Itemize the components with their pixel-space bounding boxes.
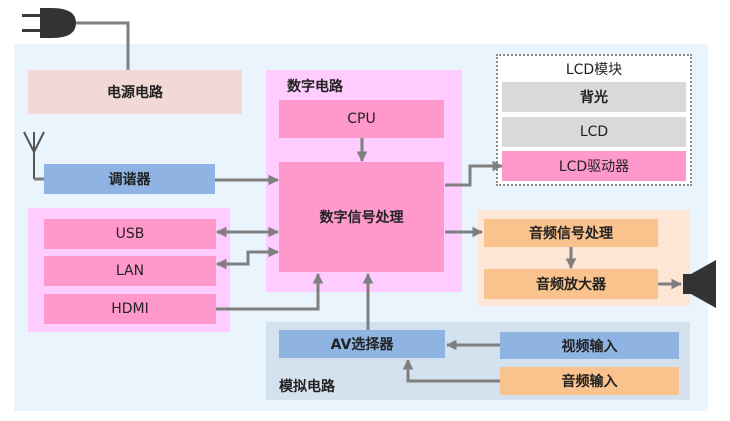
audio-processing-label: 音频信号处理 [529,226,613,242]
av-selector-block: AV选择器 [279,330,445,358]
power-circuit-label: 电源电路 [107,85,163,101]
speaker-icon [683,260,716,308]
backlight-block: 背光 [502,82,686,112]
dsp-block: 数字信号处理 [279,162,444,272]
audio-input-label: 音频输入 [561,374,618,390]
audio-amplifier-block: 音频放大器 [484,269,658,299]
tuner-block: 调谐器 [44,164,215,194]
cpu-block: CPU [279,100,444,138]
audio-processing-block: 音频信号处理 [484,219,658,247]
hdmi-block: HDMI [44,294,216,324]
lcd-driver-label: LCD驱动器 [558,159,630,175]
digital-circuit-title: 数字电路 [287,79,343,95]
lan-block: LAN [44,256,216,286]
analog-circuit-title: 模拟电路 [279,379,335,395]
lcd-panel-block: LCD [502,117,686,147]
lcd-driver-block: LCD驱动器 [502,151,686,181]
lan-label: LAN [115,263,145,279]
power-plug-icon [22,8,76,38]
cpu-label: CPU [347,111,376,127]
usb-block: USB [44,219,216,249]
audio-amplifier-label: 音频放大器 [536,277,606,293]
av-selector-label: AV选择器 [330,337,394,353]
audio-input-block: 音频输入 [500,367,679,395]
antenna-icon [23,131,45,179]
power-circuit-block: 电源电路 [28,70,242,114]
tuner-label: 调谐器 [108,172,151,188]
video-input-block: 视频输入 [500,332,679,359]
hdmi-label: HDMI [111,301,149,317]
backlight-label: 背光 [580,90,608,106]
video-input-label: 视频输入 [561,338,618,355]
lcd-module-title: LCD模块 [565,62,623,78]
lcd-panel-label: LCD [579,124,609,140]
usb-label: USB [115,226,145,242]
dsp-label: 数字信号处理 [319,210,404,226]
